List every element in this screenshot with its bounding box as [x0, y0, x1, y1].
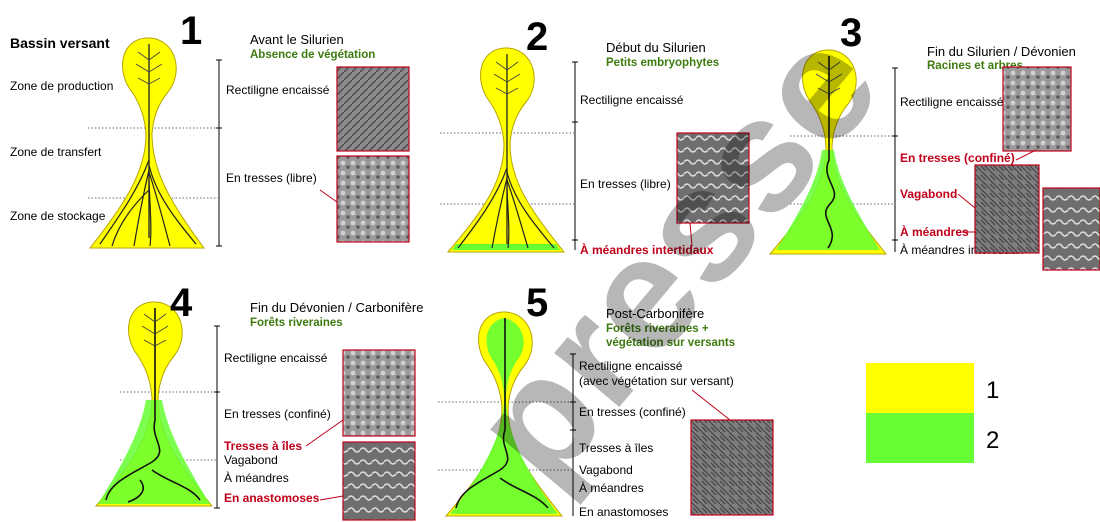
panel-1-label-0: Rectiligne encaissé — [226, 83, 330, 97]
legend: 1 2 — [866, 363, 999, 463]
legend-label-2: 2 — [986, 427, 999, 454]
legend-swatch-yellow — [866, 363, 974, 413]
photo-wandering-channel — [975, 165, 1039, 253]
panel-5-label-6: En anastomoses — [579, 505, 668, 519]
panel-2-label-0: Rectiligne encaissé — [580, 93, 684, 107]
panel-4-label-2: Tresses à îles — [224, 439, 302, 453]
panel-3-label-1: En tresses (confiné) — [900, 151, 1015, 165]
panel-1-subtitle: Absence de végétation — [250, 49, 375, 61]
panel-4-label-4: À méandres — [224, 470, 289, 485]
panel-3-number: 3 — [840, 11, 862, 55]
panel-3-label-3: À méandres — [900, 224, 969, 239]
leader-line — [320, 496, 343, 500]
basin-shape — [90, 38, 204, 248]
panel-2-number: 2 — [526, 15, 548, 59]
photo-island-braids — [343, 350, 415, 436]
photo-confined-braids — [1003, 67, 1071, 151]
panel-1: Bassin versant Zone de production Zone d… — [10, 9, 409, 248]
leader-line — [958, 194, 975, 208]
panel-4-label-0: Rectiligne encaissé — [224, 351, 328, 365]
panel-3-title: Fin du Silurien / Dévonien — [927, 44, 1076, 59]
panel-1-number: 1 — [180, 9, 202, 53]
legend-swatch-green — [866, 413, 974, 463]
zone-storage-label: Zone de stockage — [10, 209, 106, 223]
basin-title: Bassin versant — [10, 35, 110, 51]
panel-4-label-1: En tresses (confiné) — [224, 407, 331, 421]
photo-meanders — [1043, 188, 1100, 270]
legend-label-1: 1 — [986, 377, 999, 404]
panel-1-title: Avant le Silurien — [250, 32, 344, 47]
leader-line — [692, 390, 730, 420]
panel-2-title: Début du Silurien — [606, 40, 706, 55]
panel-4-subtitle: Forêts riveraines — [250, 317, 343, 329]
photo-anastomosing — [343, 442, 415, 520]
panel-4-label-5: En anastomoses — [224, 491, 320, 505]
photo-braided-channel — [337, 156, 409, 242]
panel-3-label-2: Vagabond — [900, 187, 957, 201]
leader-line — [320, 190, 337, 202]
leader-line — [306, 420, 343, 446]
panel-1-label-1: En tresses (libre) — [226, 171, 317, 185]
photo-incised-channel — [337, 67, 409, 151]
basin-shape — [96, 302, 212, 506]
panel-3-label-0: Rectiligne encaissé — [900, 95, 1004, 109]
panel-4-number: 4 — [170, 281, 193, 325]
photo-vegetated-slope — [691, 420, 773, 515]
zone-transfer-label: Zone de transfert — [10, 145, 102, 159]
zone-production-label: Zone de production — [10, 79, 113, 93]
basin-shape — [448, 48, 564, 252]
panel-4-title: Fin du Dévonien / Carbonifère — [250, 300, 423, 315]
panel-2-subtitle: Petits embryophytes — [606, 57, 719, 69]
panel-4: 4 Fin du Dévonien / Carbonifère Forêts r… — [96, 281, 423, 520]
panel-4-label-3: Vagabond — [224, 453, 278, 467]
